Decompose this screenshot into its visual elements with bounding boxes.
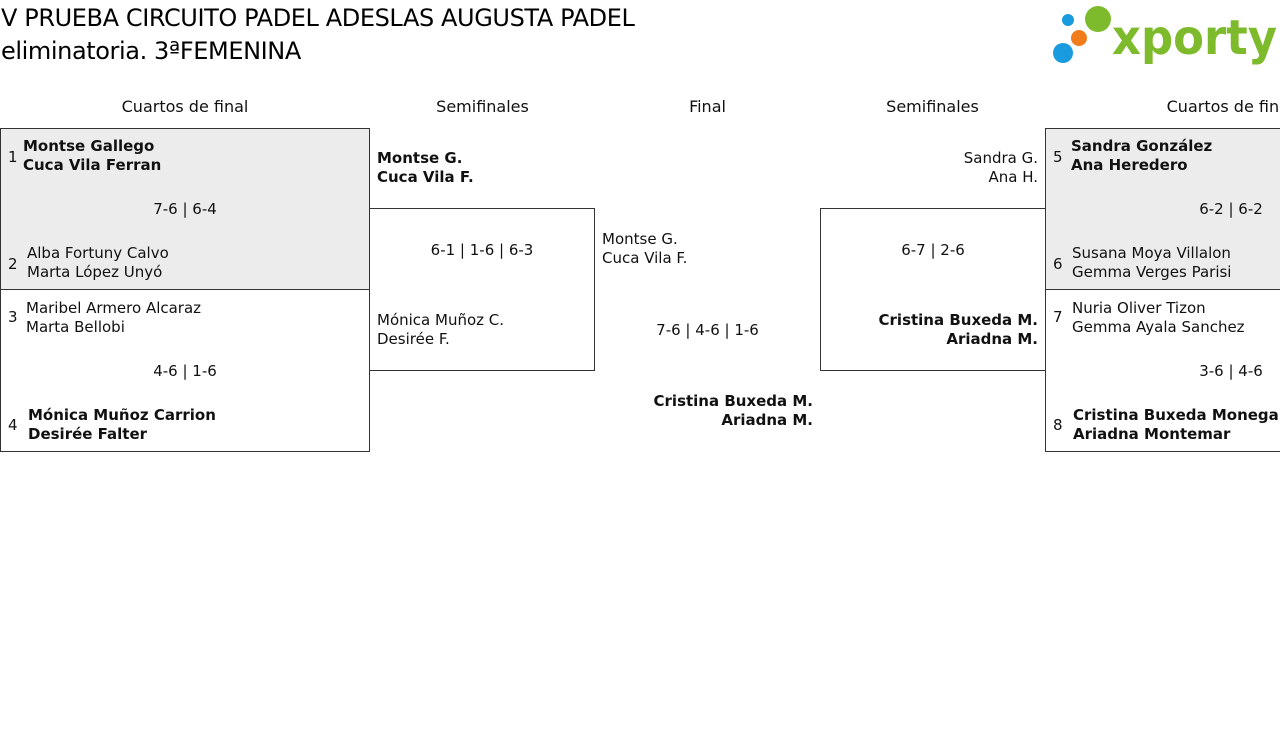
pair-winner[interactable]: Mónica Muñoz Carrion Desirée Falter [28, 406, 216, 444]
match-qf3[interactable]: 5 Sandra González Ana Heredero 6-2 | 6-2… [1045, 128, 1280, 290]
round-title-sf-right: Semifinales [886, 97, 979, 116]
match-qf4[interactable]: 7 Nuria Oliver Tizon Gemma Ayala Sanchez… [1045, 289, 1280, 452]
player-name: Ariadna Montemar [1073, 425, 1231, 443]
match-sf-right[interactable]: 6-7 | 2-6 Cristina Buxeda M. Ariadna M. [820, 208, 1046, 371]
pair-winner[interactable]: Montse Gallego Cuca Vila Ferran [23, 137, 161, 175]
round-title-qf-right: Cuartos de final [1166, 97, 1280, 116]
pair-loser[interactable]: Nuria Oliver Tizon Gemma Ayala Sanchez [1072, 299, 1245, 337]
player-name: Desirée F. [377, 330, 450, 348]
seed-number: 2 [8, 255, 18, 273]
player-name: Ariadna M. [946, 330, 1038, 348]
seed-number: 3 [8, 308, 18, 326]
logo-wordmark: xporty [1112, 10, 1277, 66]
title-line-2: eliminatoria. 3ªFEMENINA [1, 37, 301, 65]
player-name: Montse G. [602, 230, 678, 248]
match-qf1[interactable]: 1 Montse Gallego Cuca Vila Ferran 7-6 | … [0, 128, 370, 290]
tournament-title: V PRUEBA CIRCUITO PADEL ADESLAS AUGUSTA … [1, 2, 635, 68]
pair-loser[interactable]: Maribel Armero Alcaraz Marta Bellobi [26, 299, 201, 337]
player-name: Cristina Buxeda M. [653, 392, 813, 410]
player-name: Mónica Muñoz Carrion [28, 406, 216, 424]
seed-number: 4 [8, 416, 18, 434]
player-name: Marta López Unyó [27, 263, 163, 281]
player-name: Desirée Falter [28, 425, 148, 443]
player-name: Ana Heredero [1071, 156, 1188, 174]
seed-number: 1 [8, 148, 18, 166]
match-score: 4-6 | 1-6 [153, 362, 217, 380]
player-name: Sandra González [1071, 137, 1213, 155]
player-name: Cuca Vila F. [602, 249, 688, 267]
pair-loser[interactable]: Mónica Muñoz C. Desirée F. [377, 311, 504, 349]
player-name: Sandra G. [963, 149, 1038, 167]
match-score: 6-2 | 6-2 [1199, 200, 1263, 218]
round-title-qf-left: Cuartos de final [121, 97, 249, 116]
player-name: Gemma Verges Parisi [1072, 263, 1232, 281]
pair-winner[interactable]: Cristina Buxeda M. Ariadna M. [821, 311, 1038, 349]
player-name: Mónica Muñoz C. [377, 311, 505, 329]
player-name: Ana H. [988, 168, 1038, 186]
match-qf2[interactable]: 3 Maribel Armero Alcaraz Marta Bellobi 4… [0, 289, 370, 452]
match-score: 3-6 | 4-6 [1199, 362, 1263, 380]
player-name: Ariadna M. [721, 411, 813, 429]
pair-winner[interactable]: Sandra González Ana Heredero [1071, 137, 1212, 175]
logo-dot-green [1085, 6, 1111, 32]
match-score: 7-6 | 6-4 [153, 200, 217, 218]
pair-loser[interactable]: Alba Fortuny Calvo Marta López Unyó [27, 244, 169, 282]
seed-number: 5 [1053, 148, 1063, 166]
player-name: Cristina Buxeda M. [878, 311, 1038, 329]
round-title-final: Final [689, 97, 726, 116]
player-name: Cristina Buxeda Monegal [1073, 406, 1280, 424]
round-title-sf-left: Semifinales [436, 97, 529, 116]
player-name: Montse G. [377, 149, 463, 167]
seed-number: 8 [1053, 416, 1063, 434]
player-name: Cuca Vila Ferran [23, 156, 162, 174]
player-name: Marta Bellobi [26, 318, 125, 336]
title-line-1: V PRUEBA CIRCUITO PADEL ADESLAS AUGUSTA … [1, 4, 635, 32]
match-score: 6-1 | 1-6 | 6-3 [430, 241, 534, 259]
logo-dot-orange [1071, 30, 1087, 46]
sf-left-pair-winner[interactable]: Montse G. Cuca Vila F. [377, 149, 474, 187]
player-name: Montse Gallego [23, 137, 155, 155]
pair-winner[interactable]: Cristina Buxeda Monegal Ariadna Montemar [1073, 406, 1280, 444]
final-pair-left[interactable]: Montse G. Cuca Vila F. [602, 230, 687, 268]
xporty-logo[interactable]: xporty [1050, 4, 1280, 66]
logo-dot-blue-small [1062, 14, 1074, 26]
player-name: Susana Moya Villalon [1072, 244, 1231, 262]
player-name: Maribel Armero Alcaraz [26, 299, 202, 317]
pair-loser[interactable]: Susana Moya Villalon Gemma Verges Parisi [1072, 244, 1231, 282]
final-pair-right-winner[interactable]: Cristina Buxeda M. Ariadna M. [595, 392, 813, 430]
match-score: 6-7 | 2-6 [901, 241, 965, 259]
seed-number: 6 [1053, 255, 1063, 273]
match-sf-left[interactable]: 6-1 | 1-6 | 6-3 Mónica Muñoz C. Desirée … [369, 208, 595, 371]
player-name: Nuria Oliver Tizon [1072, 299, 1206, 317]
logo-dot-blue-large [1053, 43, 1073, 63]
player-name: Alba Fortuny Calvo [27, 244, 169, 262]
seed-number: 7 [1053, 308, 1063, 326]
player-name: Cuca Vila F. [377, 168, 474, 186]
final-score: 7-6 | 4-6 | 1-6 [656, 321, 759, 339]
sf-right-pair-loser[interactable]: Sandra G. Ana H. [820, 149, 1038, 187]
player-name: Gemma Ayala Sanchez [1072, 318, 1245, 336]
